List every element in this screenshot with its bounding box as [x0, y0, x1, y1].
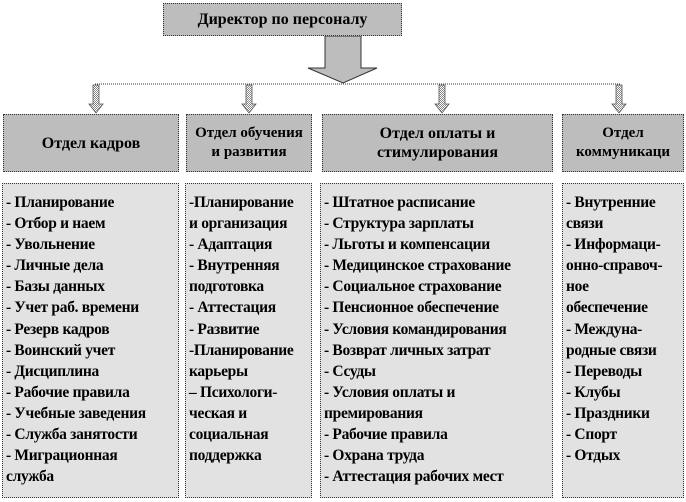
- function-item: - Планирование: [6, 194, 115, 211]
- function-item: - Клубы: [566, 383, 621, 401]
- dept-title: и развития: [211, 144, 287, 160]
- function-item: онно-справоч-: [566, 257, 663, 275]
- function-item: - Пенсионное обеспечение: [324, 299, 499, 317]
- function-item: – Психологи-: [189, 383, 278, 401]
- function-item: - Аттестация: [189, 299, 276, 317]
- function-item: -Планирование: [189, 341, 294, 359]
- dept-title: Отдел оплаты и: [379, 125, 496, 142]
- function-item: социальная: [189, 426, 269, 444]
- function-item: - Междуна-: [566, 320, 643, 338]
- function-item: ное: [566, 278, 589, 296]
- director-title: Директор по персоналу: [197, 11, 368, 28]
- function-item: - Переводы: [566, 362, 642, 380]
- function-item: - Внутренняя: [189, 257, 280, 275]
- function-item: - Адаптация: [189, 236, 273, 254]
- function-item: - Праздники: [566, 404, 650, 422]
- dept-header-communications: Отдел коммуникаци: [562, 114, 684, 172]
- function-item: - Ссуды: [324, 362, 376, 380]
- function-item: - Служба занятости: [6, 426, 138, 444]
- branch-arrow-2: [241, 84, 257, 114]
- function-item: родные связи: [566, 341, 657, 359]
- function-item: - Учебные заведения: [6, 404, 146, 422]
- branch-arrow-4: [611, 84, 627, 114]
- function-item: поддержка: [189, 447, 262, 465]
- function-item: - Информаци-: [566, 236, 661, 254]
- branch-arrow-3: [434, 84, 450, 114]
- function-item: подготовка: [189, 278, 264, 296]
- function-item: - Штатное расписание: [324, 194, 475, 211]
- dept-title: коммуникаци: [575, 144, 671, 160]
- function-item: - Условия командирования: [324, 320, 507, 338]
- function-item: - Воинский учет: [6, 341, 116, 359]
- function-item: - Увольнение: [6, 236, 95, 254]
- dept-title: Отдел кадров: [41, 134, 141, 152]
- function-item: - Резерв кадров: [6, 320, 110, 338]
- function-item: и организация: [189, 215, 288, 233]
- function-item: служба: [6, 468, 54, 486]
- function-item: - Возврат личных затрат: [324, 341, 491, 359]
- function-item: премирования: [324, 404, 423, 422]
- function-item: - Миграционная: [6, 447, 118, 465]
- function-item: - Льготы и компенсации: [324, 236, 490, 254]
- function-item: -Планирование: [189, 194, 294, 211]
- dept-title: Отдел обучения: [195, 125, 303, 141]
- function-item: ческая и: [189, 404, 247, 422]
- function-item: - Развитие: [189, 320, 260, 338]
- dept-header-hr: Отдел кадров: [3, 114, 179, 172]
- main-arrow: [307, 35, 378, 84]
- function-item: - Учет раб. времени: [6, 299, 139, 317]
- function-item: карьеры: [189, 362, 248, 380]
- function-item: - Структура зарплаты: [324, 215, 474, 233]
- dept-functions-hr: - Планирование - Отбор и наем - Увольнение…: [2, 183, 179, 498]
- function-item: - Спорт: [566, 426, 617, 444]
- function-item: связи: [566, 215, 604, 233]
- function-item: - Внутренние: [566, 194, 656, 211]
- dept-functions-communications: - Внутренние связи - Информаци-онно-справо…: [562, 183, 684, 498]
- dept-functions-compensation: - Штатное расписание - Структура зарплаты…: [320, 183, 553, 498]
- function-item: - Охрана труда: [324, 447, 425, 465]
- function-item: - Личные дела: [6, 257, 104, 275]
- function-item: - Отдых: [566, 447, 621, 465]
- function-item: - Медицинское страхование: [324, 257, 511, 275]
- function-item: - Социальное страхование: [324, 278, 502, 296]
- function-item: - Аттестация рабочих мест: [324, 468, 504, 486]
- function-item: - Отбор и наем: [6, 215, 106, 233]
- function-item: - Дисциплина: [6, 362, 100, 380]
- branch-arrow-1: [88, 84, 104, 114]
- function-item: - Рабочие правила: [324, 426, 448, 444]
- dept-header-training: Отдел обучения и развития: [186, 114, 312, 172]
- function-item: обеспечение: [566, 299, 648, 317]
- director-box: Директор по персоналу: [163, 3, 402, 36]
- dept-header-compensation: Отдел оплаты и стимулирования: [322, 114, 553, 172]
- function-item: - Рабочие правила: [6, 383, 130, 401]
- dept-title: Отдел: [602, 125, 644, 141]
- branch-arrows: [88, 84, 627, 114]
- function-item: - Базы данных: [6, 278, 105, 296]
- dept-title: стимулирования: [376, 144, 499, 161]
- function-item: - Условия оплаты и: [324, 383, 456, 401]
- dept-functions-training: -Планирование и организация - Адаптация - В…: [185, 183, 312, 498]
